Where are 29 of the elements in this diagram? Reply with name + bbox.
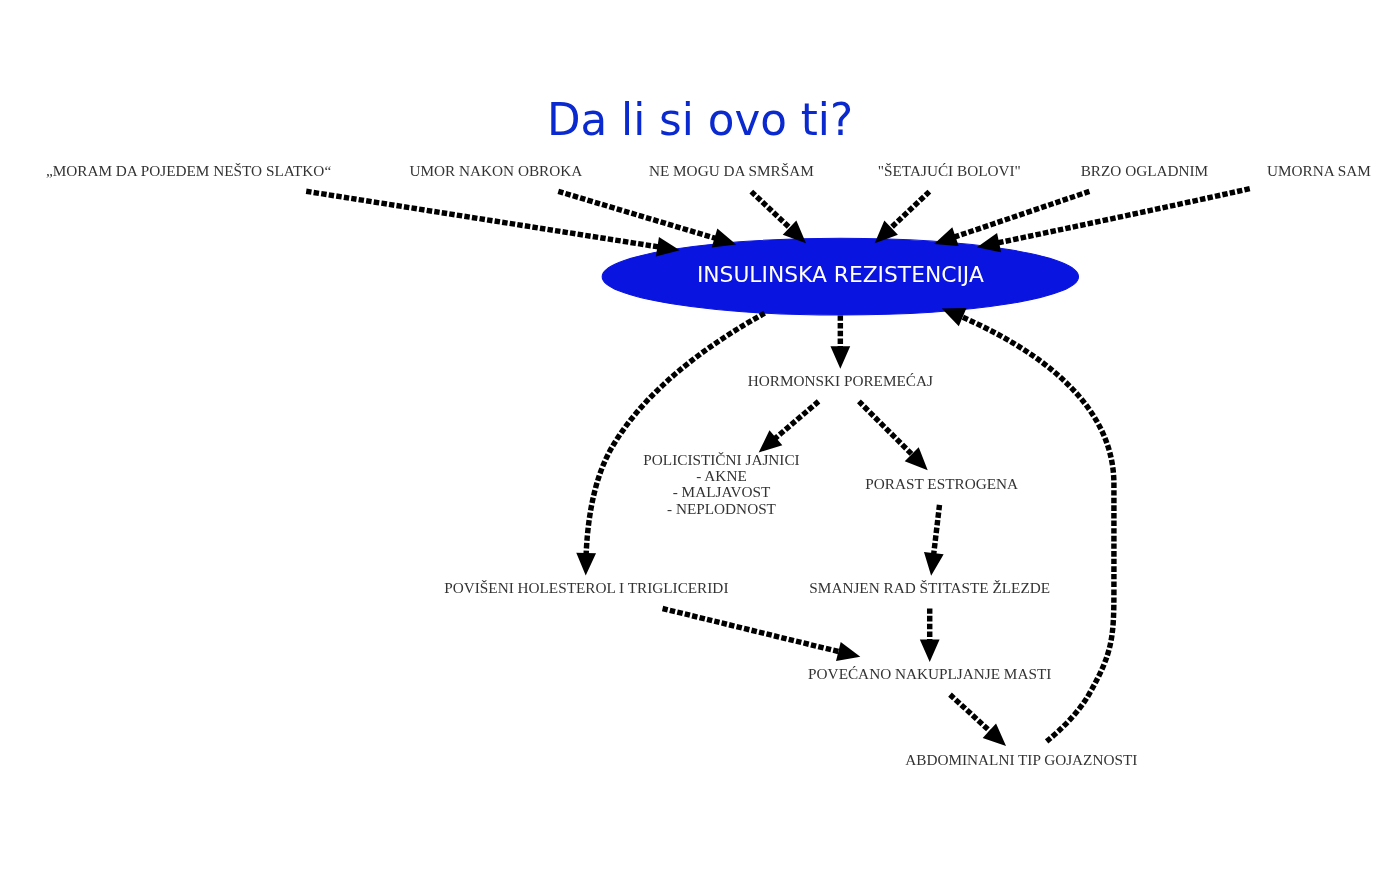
node-text: BRZO OGLADNIM <box>1080 161 1209 179</box>
node-text: „MORAM DA POJEDEM NEŠTO SLATKO“ <box>45 161 332 179</box>
node-text: POVIŠENI HOLESTEROL I TRIGLICERIDI <box>444 578 729 596</box>
node-text: NE MOGU DA SMRŠAM <box>648 161 814 179</box>
arrow <box>305 188 680 256</box>
diagram-title: Da li si ovo ti? <box>546 94 854 145</box>
node-text: HORMONSKI POREMEĆAJ <box>747 371 933 389</box>
arrow <box>557 188 737 247</box>
arrow <box>857 398 928 470</box>
node-text: POLICISTIČNI JAJNICI - AKNE - MALJAVOST - NEPLODNOST <box>643 450 800 517</box>
arrow <box>874 189 932 243</box>
arrow <box>941 307 1117 743</box>
arrow <box>749 189 806 243</box>
arrow <box>661 605 861 661</box>
node-text: POVEĆANO NAKUPLJANJE MASTI <box>808 664 1052 682</box>
node-text: ABDOMINALNI TIP GOJAZNOSTI <box>905 750 1138 768</box>
arrow <box>576 310 766 576</box>
node-text: UMORNA SAM <box>1266 161 1371 179</box>
node-text: SMANJEN RAD ŠTITASTE ŽLEZDE <box>809 578 1051 596</box>
arrow <box>758 398 821 452</box>
node-text: UMOR NAKON OBROKA <box>409 161 583 179</box>
node-text: "ŠETAJUĆI BOLOVI" <box>877 161 1021 179</box>
arrow <box>948 692 1007 746</box>
arrow <box>976 185 1251 252</box>
arrow <box>923 504 944 576</box>
arrow <box>830 315 851 369</box>
node-text: PORAST ESTROGENA <box>865 474 1019 492</box>
arrow <box>919 608 940 662</box>
arrow <box>934 188 1091 246</box>
